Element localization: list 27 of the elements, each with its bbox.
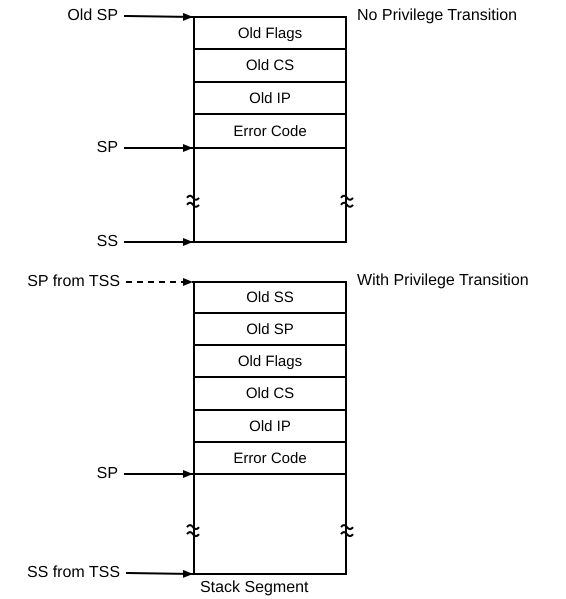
stack-cell: Old Flags — [193, 16, 347, 50]
stack-cell: Error Code — [193, 441, 347, 475]
pointer-label: SS — [20, 232, 118, 252]
arrow — [124, 12, 194, 21]
arrow — [124, 238, 193, 246]
stack-cell: Old IP — [193, 409, 347, 443]
heading-label: No Privilege Transition — [357, 6, 518, 26]
stack-cell: Old CS — [193, 48, 347, 83]
arrow — [124, 470, 193, 478]
stack-cell: Old IP — [193, 81, 347, 115]
stack-cell: Old Flags — [193, 344, 347, 378]
heading-label: With Privilege Transition — [357, 271, 529, 291]
stack-cell: Old SS — [193, 281, 347, 314]
stack-cell: Old CS — [193, 376, 347, 411]
caption-label: Stack Segment — [200, 578, 308, 598]
stack-area — [193, 147, 347, 243]
pointer-label: SP from TSS — [0, 272, 120, 292]
stack-cell: Error Code — [193, 113, 347, 149]
pointer-label: SP — [20, 138, 118, 158]
pointer-label: SP — [20, 464, 118, 484]
stack-area — [193, 473, 347, 575]
pointer-label: Old SP — [20, 6, 118, 26]
stack-cell: Old SP — [193, 312, 347, 346]
arrow — [126, 570, 194, 578]
arrow — [126, 278, 193, 286]
arrow — [124, 144, 193, 152]
pointer-label: SS from TSS — [0, 563, 120, 583]
